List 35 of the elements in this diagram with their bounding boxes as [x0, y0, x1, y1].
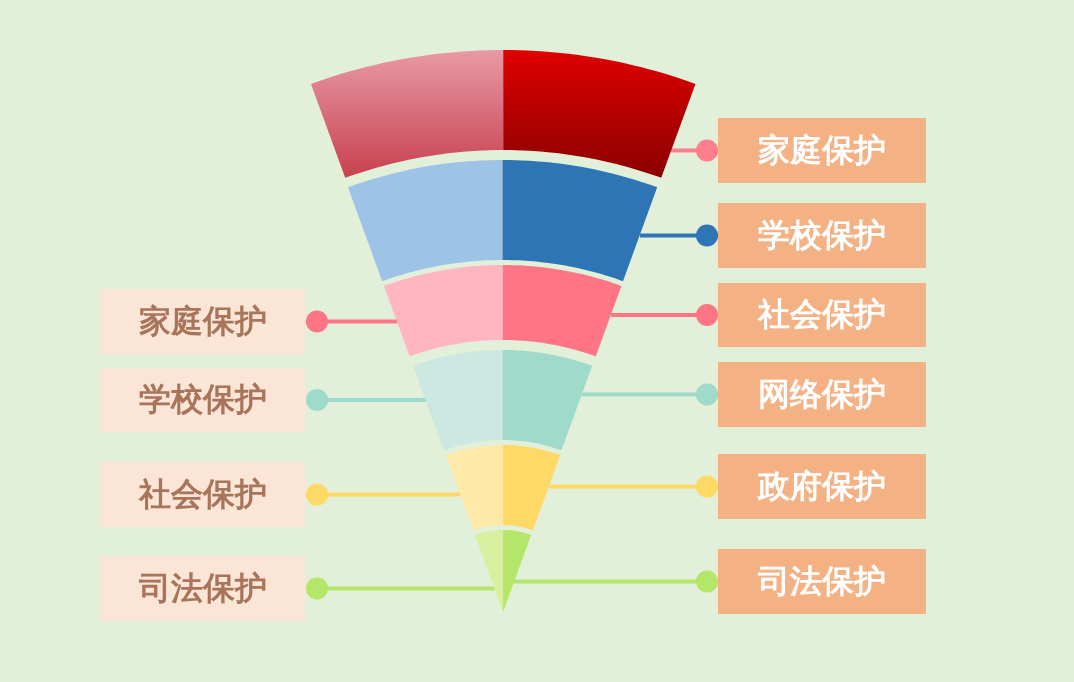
label-text: 社会保护: [758, 294, 886, 335]
label-box: [99, 462, 306, 527]
label-box: [718, 549, 926, 614]
label-text: 家庭保护: [138, 300, 267, 342]
label-box: [718, 283, 926, 347]
leader-line: [514, 570, 718, 593]
leader-line: [306, 310, 398, 333]
funnel-band: [310, 50, 696, 178]
label-box: [718, 362, 926, 427]
label-text: 学校保护: [758, 214, 886, 256]
leader-line: [582, 383, 718, 406]
funnel-band: [384, 265, 622, 357]
leader-line: [670, 139, 718, 162]
label-box: [99, 556, 306, 621]
label-text: 网络保护: [758, 373, 886, 415]
label-box: [99, 289, 306, 354]
leader-line: [306, 389, 426, 411]
funnel-band: [474, 530, 532, 612]
leader-line: [548, 475, 718, 498]
label-text: 社会保护: [138, 473, 267, 515]
leader-line: [611, 304, 718, 326]
label-box: [718, 454, 926, 519]
funnel-band: [413, 350, 593, 451]
leader-line: [306, 577, 495, 600]
label-text: 司法保护: [138, 567, 267, 609]
funnel-band: [445, 445, 561, 531]
label-text: 政府保护: [758, 465, 886, 507]
funnel-band: [348, 160, 658, 282]
label-text: 司法保护: [758, 560, 886, 602]
label-box: [718, 203, 926, 268]
label-box: [99, 368, 306, 432]
leader-line: [640, 224, 718, 247]
label-box: [718, 118, 926, 183]
label-text: 学校保护: [138, 379, 267, 420]
label-text: 家庭保护: [758, 129, 886, 171]
